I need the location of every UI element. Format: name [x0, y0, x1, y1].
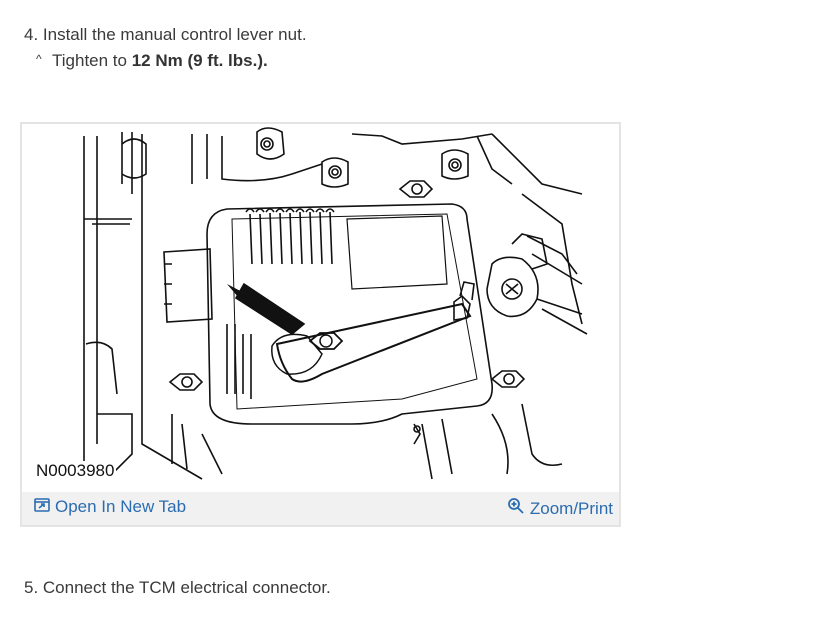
step-5-text: 5. Connect the TCM electrical connector.: [24, 578, 331, 597]
figure-toolbar: Open In New Tab Zoom/Print: [22, 492, 619, 525]
caret-icon: ^: [36, 52, 42, 66]
step-4-text: 4. Install the manual control lever nut.: [24, 25, 307, 44]
zoom-icon: [507, 497, 525, 520]
step-4-substep: ^ Tighten to 12 Nm (9 ft. lbs.).: [36, 51, 268, 71]
open-in-new-tab-label: Open In New Tab: [55, 497, 187, 516]
diagram-illustration: [83, 127, 588, 480]
open-in-new-tab-link[interactable]: Open In New Tab: [34, 497, 186, 517]
zoom-print-label: Zoom/Print: [529, 498, 613, 518]
figure-container: N0003980 Open In New Tab Zoom/Print: [20, 122, 621, 527]
torque-prefix: Tighten to: [52, 51, 132, 70]
figure-code: N0003980: [34, 461, 117, 481]
zoom-print-link[interactable]: Zoom/Print: [507, 497, 613, 520]
torque-value: 12 Nm (9 ft. lbs.).: [131, 51, 268, 70]
open-new-tab-icon: [34, 497, 50, 517]
